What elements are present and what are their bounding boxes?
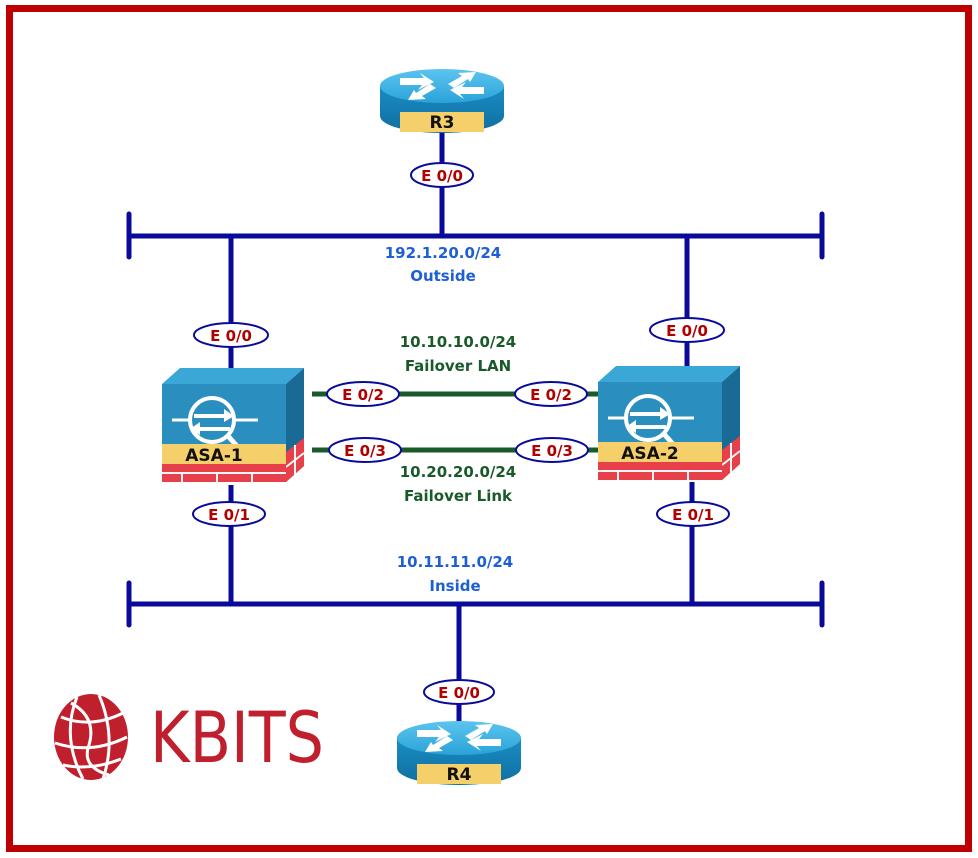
device-label-r4: R4	[447, 765, 472, 785]
diagram-frame	[6, 5, 972, 852]
svg-text:E 0/3: E 0/3	[344, 442, 386, 460]
svg-text:E 0/0: E 0/0	[438, 684, 480, 702]
iface-asa1-e02: E 0/2	[326, 381, 400, 407]
iface-asa1-e00: E 0/0	[193, 322, 269, 348]
router-r3[interactable]: R3	[380, 69, 504, 133]
inside-name: Inside	[429, 577, 480, 595]
svg-text:E 0/0: E 0/0	[210, 327, 252, 345]
iface-asa2-e01: E 0/1	[656, 501, 730, 527]
iface-asa2-e00: E 0/0	[649, 317, 725, 343]
router-r4[interactable]: R4	[397, 721, 521, 785]
outside-subnet: 192.1.20.0/24	[385, 244, 502, 262]
logo-text: KBITS	[150, 697, 324, 779]
svg-text:E 0/1: E 0/1	[672, 506, 714, 524]
iface-asa1-e03: E 0/3	[328, 437, 402, 463]
failover-link-name: Failover Link	[404, 487, 513, 505]
inside-bus	[126, 580, 825, 628]
svg-text:E 0/2: E 0/2	[342, 386, 384, 404]
failover-link-subnet: 10.20.20.0/24	[400, 463, 517, 481]
iface-asa2-e03: E 0/3	[515, 437, 589, 463]
svg-text:E 0/0: E 0/0	[421, 167, 463, 185]
iface-r4-e00: E 0/0	[423, 679, 495, 705]
firewall-asa2[interactable]: ASA-2	[598, 366, 740, 480]
firewall-asa1[interactable]: ASA-1	[162, 368, 304, 482]
inside-subnet: 10.11.11.0/24	[397, 553, 514, 571]
device-label-asa2: ASA-2	[621, 444, 678, 464]
kbits-logo: KBITS	[54, 694, 324, 780]
iface-r3-e00: E 0/0	[410, 162, 474, 188]
device-label-asa1: ASA-1	[185, 446, 242, 466]
outside-name: Outside	[410, 267, 476, 285]
svg-text:E 0/3: E 0/3	[531, 442, 573, 460]
failover-lan-name: Failover LAN	[405, 357, 511, 375]
svg-text:E 0/2: E 0/2	[530, 386, 572, 404]
globe-icon	[54, 694, 128, 780]
outside-bus	[126, 211, 825, 260]
svg-text:E 0/0: E 0/0	[666, 322, 708, 340]
device-label-r3: R3	[430, 113, 455, 133]
failover-lan-subnet: 10.10.10.0/24	[400, 333, 517, 351]
svg-text:E 0/1: E 0/1	[208, 506, 250, 524]
iface-asa1-e01: E 0/1	[192, 501, 266, 527]
iface-asa2-e02: E 0/2	[514, 381, 588, 407]
